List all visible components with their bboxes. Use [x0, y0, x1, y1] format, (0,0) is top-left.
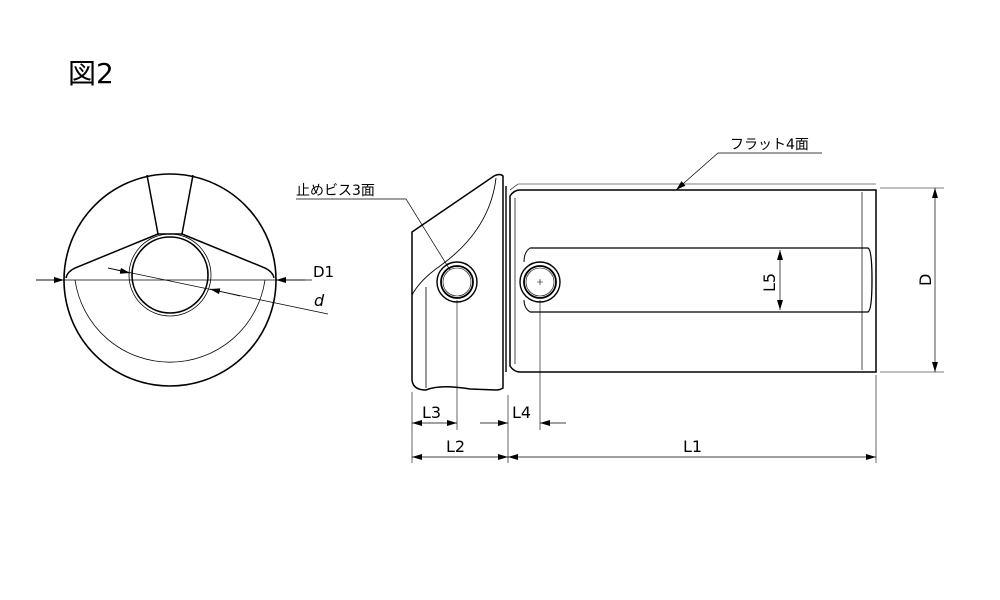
l1-label: L1 — [683, 437, 702, 456]
d-outer-label: D — [916, 274, 935, 286]
flat-label: フラット4面 — [730, 137, 809, 153]
set-screw-2 — [519, 261, 561, 303]
head — [411, 173, 504, 391]
set-screw-1 — [436, 261, 478, 303]
flat-leader — [675, 152, 822, 191]
figure-title: 図2 — [68, 57, 114, 90]
body — [509, 189, 877, 373]
flat-slot — [530, 247, 873, 313]
l4-label: L4 — [512, 403, 531, 422]
set-screw-label: 止めビス3面 — [296, 183, 375, 199]
d1-label: D1 — [313, 263, 334, 281]
side-view — [296, 152, 944, 463]
end-view — [36, 173, 329, 387]
set-screw-leader — [296, 198, 451, 271]
l3-label: L3 — [422, 403, 441, 422]
d-label: d — [314, 291, 325, 310]
l2-label: L2 — [446, 437, 465, 456]
l5-label: L5 — [760, 273, 779, 292]
